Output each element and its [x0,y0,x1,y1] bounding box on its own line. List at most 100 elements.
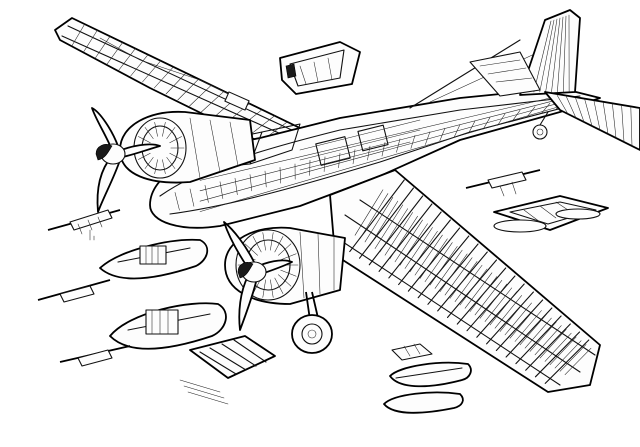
wing-rib [398,219,451,286]
wing-rib [417,235,470,299]
tail-assembly [469,9,640,151]
engine-cylinder-fin [166,127,176,139]
wing-rib [248,115,275,137]
wing-rib [368,195,424,266]
wing-rib [130,54,149,77]
fuselage-frame [249,174,253,192]
fuselage-frame [174,192,180,211]
wing-lattice [564,347,592,375]
wing-rib [534,331,581,378]
fuselage-frame [264,170,267,188]
engine-cylinder-fin [144,127,154,139]
wing-lattice [394,219,423,263]
tailplane-rib [566,96,577,119]
engine-cylinder-fin [169,136,182,144]
engine-cylinder-fin [278,243,292,256]
engine-cylinder-fin [154,159,158,175]
fuselage-frame [219,181,224,199]
fuselage-stringer [199,95,561,181]
wing-rib [95,36,111,59]
wing-rib [407,227,461,292]
tailplane-rib [621,104,625,143]
engine-cylinder-fin [280,253,297,261]
wing-lattice [454,264,483,302]
wing-lattice [549,336,577,366]
starboard-propeller [223,221,293,331]
main-landing-gear [291,291,333,354]
engine-cylinder-fin [166,157,176,169]
wing-lattice [409,230,438,273]
engine-cylinder-fin [144,157,154,169]
wing-lattice [429,246,458,286]
tailplane-rib [575,97,585,123]
engine-cylinder-fin [280,269,297,277]
wing-rib [153,66,174,89]
wing-lattice [539,329,567,359]
wing-lattice [444,257,473,296]
wing-lattice [474,280,503,316]
wing-lattice [544,332,572,362]
wing-lattice [464,272,493,309]
wing-lattice [489,291,518,326]
fuselage-frame [425,131,431,145]
tailplane-rib [630,106,633,147]
port-wing [54,17,301,149]
wing-lattice [469,276,498,312]
engine-cylinder-fin [270,279,274,298]
wing-lattice [404,227,433,269]
fuselage-frame [381,142,386,157]
wing-lattice [499,298,527,332]
wing-rib [177,78,199,101]
wing-rib [466,275,516,332]
wing-rib [505,307,553,358]
wing-lattice [369,200,399,246]
wing-lattice [419,238,448,279]
fin-rib [545,18,558,93]
fuselage-frame [396,138,401,153]
tailplane-rib [556,95,569,115]
wing-lattice [364,197,394,243]
engine-cylinder-fin [274,277,284,294]
fin-rib [533,20,552,93]
fuselage-frame [234,177,238,195]
bomb-rack [493,195,609,233]
engine-cylinder-fin [162,121,166,137]
wing-lattice [504,302,532,336]
nose-cannon [47,209,121,241]
starboard-wing [329,169,601,393]
fuselage-frame [352,149,356,165]
wing-lattice [434,249,463,289]
fuselage-frame [204,185,209,203]
fin-rib [557,16,564,93]
wing-lattice [379,208,409,253]
wing-lattice [509,306,537,339]
wing-rib [476,283,525,338]
lower-gun-pod [59,302,227,367]
engine-cylinder-fin [262,279,266,298]
wing-rib [118,48,136,71]
wing-lattice [449,261,478,299]
wing-lattice [384,212,413,256]
dorsal-gun [465,169,541,197]
wing-rib [358,187,415,259]
wing-lattice [559,344,587,372]
wing-lattice [389,215,418,259]
fuselage-frame [279,167,281,184]
engine-cylinder-fin [138,136,151,144]
tailplane-rib [593,100,601,131]
fuselage-frame [482,117,491,130]
wing-rib [525,323,571,371]
wing-lattice [414,234,443,276]
wing-rib [544,339,590,384]
tailplane-rib [584,99,593,127]
wing-lattice [524,317,552,349]
wing-rib [388,211,442,279]
wing-lattice [359,193,389,239]
fuselage-stringer [199,102,561,202]
fuselage-frame [410,135,416,149]
engine-cylinder-fin [262,232,266,251]
fin-rib [551,17,561,93]
fuselage-frame [367,145,371,161]
